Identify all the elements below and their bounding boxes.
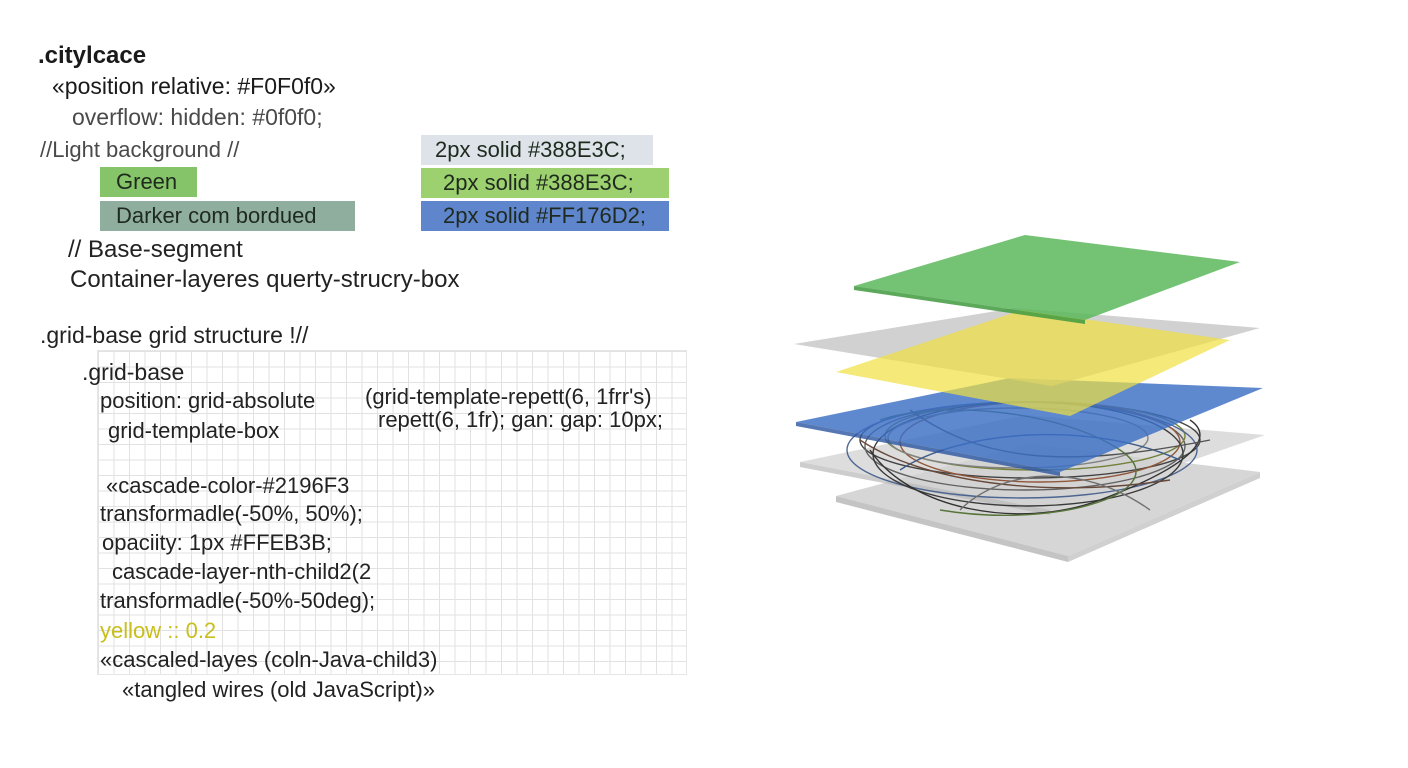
darker-swatch: Darker com bordued (100, 201, 355, 231)
base-segment-comment: // Base-segment (68, 236, 243, 263)
tangled-wires-line: «tangled wires (old JavaScript)» (122, 677, 436, 702)
grid-base-selector: .grid-base (82, 359, 185, 385)
overflow-line: overflow: hidden: #0f0f0; (72, 104, 323, 130)
green-swatch: Green (100, 167, 197, 197)
repeat-gap-line: repett(6, 1fr); gan: gap: 10px; (378, 407, 663, 432)
grid-position-line: position: grid-absolute (100, 388, 316, 413)
grid-base-heading: .grid-base grid structure !// (40, 322, 309, 348)
cascade-color-line: «cascade-color-#2196F3 (106, 473, 350, 498)
container-layers-line: Container-layeres querty-strucry-box (70, 266, 460, 293)
nth-child-line: cascade-layer-nth-child2(2 (112, 559, 372, 584)
cascaded-layers-line: «cascaled-layes (coln-Java-child3) (100, 647, 438, 672)
grid-template-box-line: grid-template-box (108, 418, 280, 443)
yellow-line: yellow :: 0.2 (100, 618, 217, 643)
layered-stack-illustration (794, 235, 1265, 562)
opacity-line: opaciity: 1px #FFEB3B; (102, 530, 332, 555)
transform-line-1: transformadle(-50%, 50%); (100, 501, 363, 526)
layer-blue (796, 378, 1263, 476)
light-background-comment: //Light background // (40, 137, 240, 162)
grid-template-repeat-line: (grid-template-repett(6, 1frr's) (365, 384, 652, 409)
transform-line-2: transformadle(-50%-50deg); (100, 588, 376, 613)
gray-border-swatch: 2px solid #388E3C; (421, 135, 653, 165)
blue-border-swatch: 2px solid #FF176D2; (421, 201, 669, 231)
layer-green (854, 235, 1240, 324)
grid-structure-box (97, 350, 687, 675)
position-line: «position relative: #F0F0f0» (52, 73, 336, 99)
selector-citylcace: .citylcace (38, 42, 147, 69)
layer-yellow (836, 310, 1230, 416)
green-border-swatch: 2px solid #388E3C; (421, 168, 669, 198)
